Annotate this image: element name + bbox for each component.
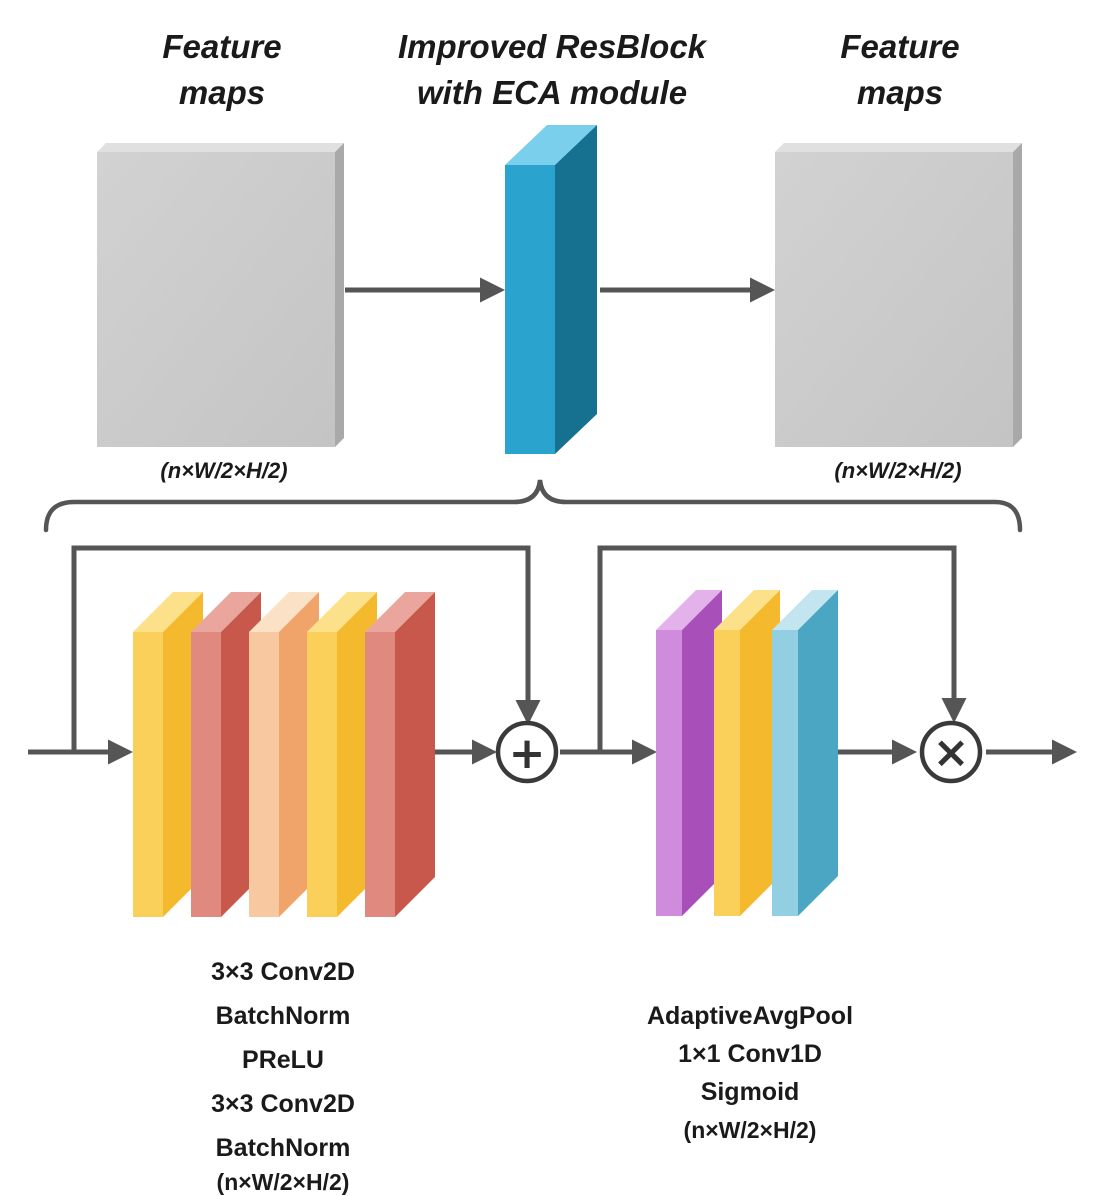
eca-layer-labels: AdaptiveAvgPool 1×1 Conv1D Sigmoid (n×W/… bbox=[647, 1002, 853, 1143]
resblock-label-4: 3×3 Conv2D bbox=[211, 1090, 355, 1118]
resblock-label-1: 3×3 Conv2D bbox=[211, 958, 355, 986]
resblock-title-line1: Improved ResBlock bbox=[398, 28, 708, 65]
multiply-operator: × bbox=[919, 720, 983, 784]
resblock-layer-stack bbox=[133, 592, 435, 917]
left-feature-maps-title-line1: Feature bbox=[162, 28, 281, 65]
layer-sigmoid bbox=[772, 590, 838, 916]
resblock-label-2: BatchNorm bbox=[216, 1002, 351, 1030]
resblock-label-6: (n×W/2×H/2) bbox=[217, 1169, 350, 1195]
eca-label-3: Sigmoid bbox=[701, 1078, 800, 1106]
resblock-label-3: PReLU bbox=[242, 1046, 324, 1074]
resblock-title-line2: with ECA module bbox=[417, 74, 687, 111]
right-feature-map-dims: (n×W/2×H/2) bbox=[834, 458, 961, 483]
left-feature-maps-title-line2: maps bbox=[179, 74, 265, 111]
resblock-layer-labels: 3×3 Conv2D BatchNorm PReLU 3×3 Conv2D Ba… bbox=[211, 958, 355, 1195]
layer-conv1d bbox=[714, 590, 780, 916]
residual-skip-connection bbox=[71, 545, 541, 752]
add-symbol: + bbox=[509, 728, 546, 779]
multiply-symbol: × bbox=[933, 727, 970, 778]
layer-adaptive-avg-pool bbox=[656, 590, 722, 916]
expansion-brace bbox=[43, 479, 1023, 533]
add-operator: + bbox=[495, 720, 559, 784]
right-feature-maps-title-line2: maps bbox=[857, 74, 943, 111]
layer-batchnorm-2 bbox=[365, 592, 435, 917]
eca-label-2: 1×1 Conv1D bbox=[678, 1040, 822, 1068]
eca-label-1: AdaptiveAvgPool bbox=[647, 1002, 853, 1030]
left-feature-map bbox=[97, 143, 344, 447]
left-feature-map-dims: (n×W/2×H/2) bbox=[160, 458, 287, 483]
right-feature-map bbox=[775, 143, 1022, 447]
eca-layer-stack bbox=[656, 590, 838, 916]
eca-label-4: (n×W/2×H/2) bbox=[684, 1117, 817, 1143]
improved-resblock-block bbox=[505, 125, 597, 454]
resblock-label-5: BatchNorm bbox=[216, 1134, 351, 1162]
eca-skip-connection bbox=[597, 545, 967, 752]
right-feature-maps-title-line1: Feature bbox=[840, 28, 959, 65]
